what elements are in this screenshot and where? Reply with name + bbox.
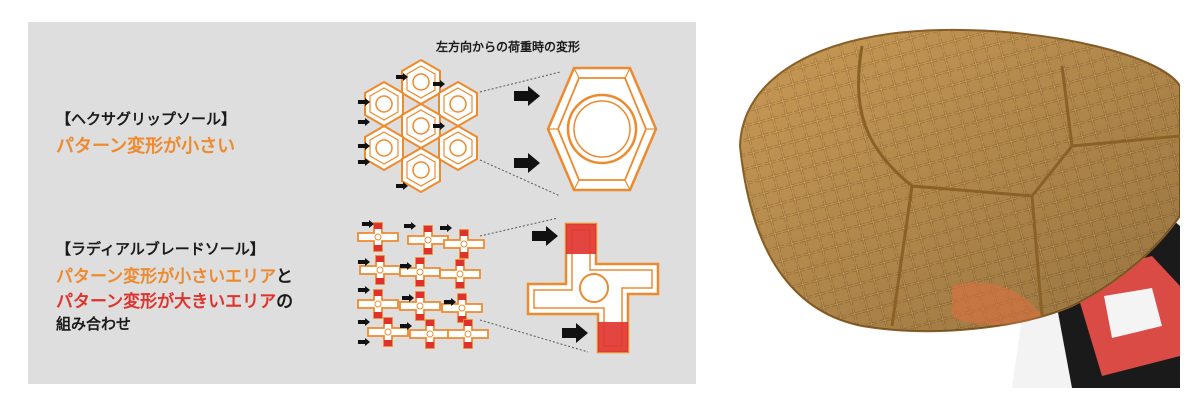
- small-deformation-area-text: パターン変形が小さいエリア: [56, 267, 276, 287]
- blade-pattern-cluster: [357, 222, 489, 349]
- radial-description-line-3: 組み合わせ: [56, 315, 132, 333]
- radial-description-line-2: パターン変形が大きいエリアの: [56, 287, 293, 312]
- hexagrip-sole-description: パターン変形が小さい: [56, 136, 236, 157]
- comparison-panel: 左方向からの荷重時の変形 【ヘクサグリップソール】 パターン変形が小さい 【ラデ…: [28, 22, 696, 384]
- large-blade-load-arrows: [532, 226, 588, 343]
- hexagrip-sole-heading: 【ヘクサグリップソール】: [56, 110, 237, 128]
- blade-deformation-detail: [526, 222, 660, 354]
- particle-no: の: [276, 292, 294, 312]
- shoe-sole-photo: [712, 26, 1180, 388]
- hex-deformation-detail: [546, 66, 658, 192]
- radial-description-line-1: パターン変形が小さいエリアと: [56, 262, 293, 287]
- large-hex-load-arrows: [514, 86, 540, 173]
- radial-blade-sole-heading: 【ラディアルブレードソール】: [56, 240, 265, 258]
- large-deformation-area-text: パターン変形が大きいエリア: [56, 292, 277, 312]
- sole-pattern-diagram: [357, 59, 660, 354]
- outsole-tread: [738, 28, 1180, 333]
- hex-pattern-cluster: [364, 59, 478, 193]
- conjunction-to: と: [275, 267, 293, 287]
- diagram-title: 左方向からの荷重時の変形: [436, 40, 581, 54]
